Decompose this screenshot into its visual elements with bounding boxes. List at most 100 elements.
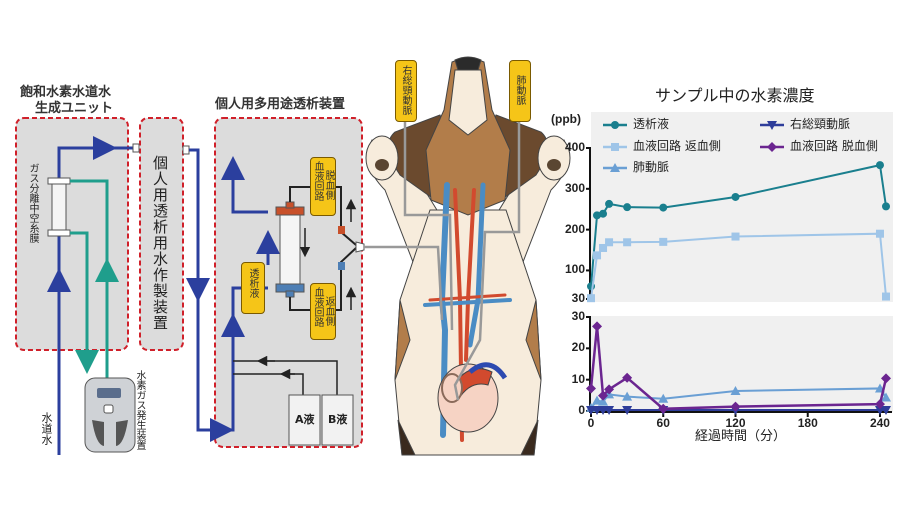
x-tick-label: 0 <box>587 416 595 430</box>
data-point <box>598 390 609 401</box>
dialysis-device-title: 個人用多用途透析装置 <box>215 97 346 112</box>
data-point <box>593 251 602 260</box>
blood-out-line1: 血液回路 <box>312 161 323 201</box>
x-tick-label: 60 <box>656 416 670 430</box>
data-point <box>599 209 608 218</box>
x-tick-label: 120 <box>725 416 746 430</box>
y-tick-label: 30 <box>571 291 585 305</box>
tank-b <box>321 394 354 446</box>
dog-left-paw <box>365 135 399 181</box>
connector <box>132 143 140 153</box>
y-tick-label: 30 <box>571 309 585 323</box>
x-axis-label: 経過時間（分） <box>695 429 787 444</box>
data-point <box>731 192 740 201</box>
y-tick-label: 10 <box>571 371 585 386</box>
data-point <box>875 161 884 170</box>
carotid-catheter <box>403 120 454 331</box>
data-point <box>730 385 741 395</box>
x-tick-label: 180 <box>797 416 818 430</box>
blood-return-line1: 血液回路 <box>312 287 323 327</box>
data-point <box>658 403 669 414</box>
carotid-label: 右総頸動脈 <box>400 65 411 115</box>
data-point <box>659 237 668 246</box>
blood-return-line2: 返血側 <box>323 296 334 326</box>
dialysate-label: 透析液 <box>247 268 258 298</box>
blood-return-label-box: 血液回路 返血側 <box>310 283 336 340</box>
data-point <box>659 203 668 212</box>
data-point <box>874 399 885 410</box>
y-tick-label: 0 <box>578 403 585 417</box>
legend-label: 右総頸動脈 <box>790 117 851 131</box>
carotid-label-box: 右総頸動脈 <box>395 60 417 122</box>
dog-nose <box>454 56 482 71</box>
data-point <box>604 406 615 416</box>
concentrate-a-line <box>233 373 304 395</box>
pulmonary-catheter <box>453 120 521 401</box>
legend-marker <box>767 142 777 152</box>
water-prep-label: 個人用透析用水作製装置 <box>151 155 169 331</box>
gas-line-in <box>70 179 109 380</box>
data-point <box>622 391 633 401</box>
water-prep-box <box>139 117 184 351</box>
unit1-title-line2: 生成ユニット <box>35 101 114 116</box>
data-point <box>622 372 633 383</box>
data-point <box>881 392 891 402</box>
blood-out-line2: 脱血側 <box>323 170 334 200</box>
data-point <box>605 238 614 247</box>
legend-marker <box>610 163 620 172</box>
data-point <box>882 202 890 211</box>
y-tick-label: 200 <box>564 221 585 236</box>
tank-b-label: B液 <box>328 413 348 426</box>
legend-marker <box>767 121 777 130</box>
data-point <box>881 373 891 384</box>
tank-a-label: A液 <box>295 413 315 426</box>
dialysis-catheter <box>364 245 444 321</box>
legend-marker <box>611 121 619 129</box>
dialysate-label-box: 透析液 <box>241 262 265 314</box>
data-point <box>592 321 603 332</box>
dialysate-outflow-line <box>221 156 268 214</box>
data-point <box>604 384 615 395</box>
h2-generator-label: 水素ガス発生装置 <box>134 370 145 450</box>
unit1-title-line1: 飽和水素水道水 <box>20 85 112 100</box>
gas-line-out <box>70 231 99 374</box>
legend-label: 透析液 <box>633 117 670 131</box>
hydrogen-generator-icon <box>84 377 136 453</box>
dog-right-paw <box>537 135 571 181</box>
blood-out-label-box: 血液回路 脱血側 <box>310 157 336 216</box>
data-point <box>875 229 884 238</box>
data-point <box>658 393 669 403</box>
blood-circuit-return <box>289 247 357 311</box>
y-tick-label: 300 <box>564 180 585 195</box>
data-point <box>587 294 595 303</box>
pulmonary-label-box: 肺動脈 <box>509 60 531 122</box>
y-tick-label: 20 <box>571 340 585 355</box>
blood-circuit-out <box>289 186 357 246</box>
data-point <box>731 232 740 241</box>
legend-label: 肺動脈 <box>633 160 670 174</box>
y-tick-label: 100 <box>564 262 585 277</box>
data-point <box>623 238 632 247</box>
x-tick-label: 240 <box>869 416 890 430</box>
legend-marker <box>611 143 619 151</box>
data-point <box>605 199 614 208</box>
legend-label: 血液回路 返血側 <box>633 139 721 153</box>
tap-water-label: 水道水 <box>40 412 53 445</box>
data-point <box>882 292 890 301</box>
data-point <box>586 383 596 394</box>
pulmonary-label: 肺動脈 <box>514 75 525 105</box>
data-point <box>881 406 891 416</box>
tank-a <box>288 394 321 446</box>
chart-title: サンプル中の水素濃度 <box>655 86 815 105</box>
data-point <box>730 401 741 412</box>
data-point <box>599 243 608 252</box>
data-point <box>598 396 609 406</box>
hollow-fiber-label: ガス分離中空糸膜 <box>27 163 38 243</box>
data-point <box>622 406 633 416</box>
plot-area-1 <box>591 316 893 412</box>
y-axis-unit: (ppb) <box>551 112 581 126</box>
y-tick-label: 400 <box>564 140 585 154</box>
data-point <box>592 395 603 405</box>
